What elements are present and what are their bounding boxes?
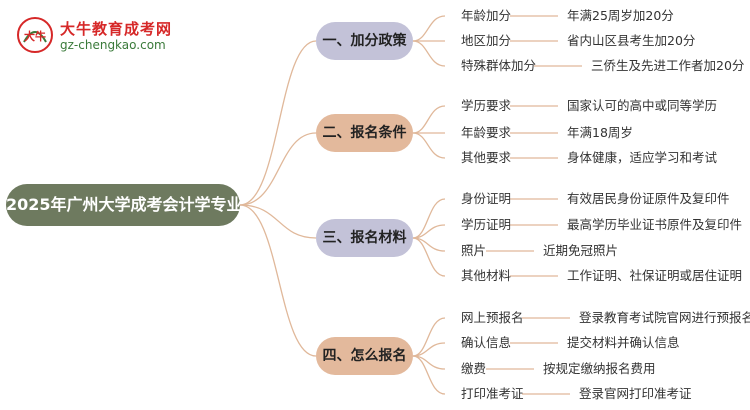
logo-mark-text: 大牛 — [24, 29, 46, 43]
root-node[interactable]: 2025年广州大学成考会计学专业 — [6, 184, 243, 226]
connector-b4-item1 — [412, 317, 446, 357]
connector-b4-item4 — [412, 355, 446, 395]
connector-b1-item1 — [412, 15, 446, 42]
leaf-value: 三侨生及先进工作者加20分 — [591, 58, 745, 73]
leaf-key[interactable]: 特殊群体加分 — [461, 58, 537, 73]
logo-url: gz-chengkao.com — [60, 38, 166, 52]
connector-b3-item1 — [412, 198, 446, 239]
leaf-key[interactable]: 打印准考证 — [461, 386, 524, 401]
connector-b1-item3 — [412, 40, 446, 67]
leaf-value: 提交材料并确认信息 — [567, 335, 680, 350]
connector-root-b2 — [239, 132, 317, 206]
leaf-value: 有效居民身份证原件及复印件 — [567, 191, 730, 206]
connector-b3-item4 — [412, 237, 446, 277]
connector-root-b1 — [239, 40, 317, 206]
leaf-value: 近期免冠照片 — [543, 243, 619, 258]
leaf-value: 年满25周岁加20分 — [567, 8, 674, 23]
leaf-key[interactable]: 地区加分 — [461, 33, 512, 48]
leaf-value: 省内山区县考生加20分 — [567, 33, 696, 48]
leaf-key[interactable]: 身份证明 — [461, 191, 512, 206]
leaf-key[interactable]: 确认信息 — [461, 335, 512, 350]
leaf-key[interactable]: 其他要求 — [461, 150, 512, 165]
leaf-key[interactable]: 照片 — [461, 243, 487, 258]
connector-root-b4 — [239, 204, 317, 357]
leaf-value: 国家认可的高中或同等学历 — [567, 98, 718, 113]
leaf-key[interactable]: 其他材料 — [461, 268, 512, 283]
branch-materials[interactable]: 三、报名材料 — [316, 219, 413, 257]
leaf-key[interactable]: 学历证明 — [461, 217, 512, 232]
site-logo[interactable]: 大牛 大牛教育成考网 gz-chengkao.com — [16, 16, 196, 56]
leaf-value: 按规定缴纳报名费用 — [543, 361, 656, 376]
leaf-key[interactable]: 网上预报名 — [461, 310, 524, 325]
leaf-key[interactable]: 年龄要求 — [461, 125, 512, 140]
leaf-value: 身体健康，适应学习和考试 — [567, 150, 718, 165]
leaf-value: 登录官网打印准考证 — [579, 386, 692, 401]
leaf-key[interactable]: 缴费 — [461, 361, 487, 376]
connector-b2-item3 — [412, 132, 446, 159]
leaf-value: 登录教育考试院官网进行预报名 — [579, 310, 750, 325]
branch-how-to-register[interactable]: 四、怎么报名 — [316, 337, 413, 375]
leaf-value: 最高学历毕业证书原件及复印件 — [567, 217, 743, 232]
logo-mark-icon: 大牛 — [17, 17, 53, 53]
leaf-value: 年满18周岁 — [567, 125, 633, 140]
leaf-key[interactable]: 年龄加分 — [461, 8, 512, 23]
connector-b2-item1 — [412, 105, 446, 134]
branch-eligibility[interactable]: 二、报名条件 — [316, 114, 413, 152]
branch-bonus-policy[interactable]: 一、加分政策 — [316, 22, 413, 60]
leaf-key[interactable]: 学历要求 — [461, 98, 512, 113]
leaf-value: 工作证明、社保证明或居住证明 — [567, 268, 743, 283]
connector-root-b3 — [239, 204, 317, 239]
logo-title: 大牛教育成考网 — [60, 20, 173, 38]
